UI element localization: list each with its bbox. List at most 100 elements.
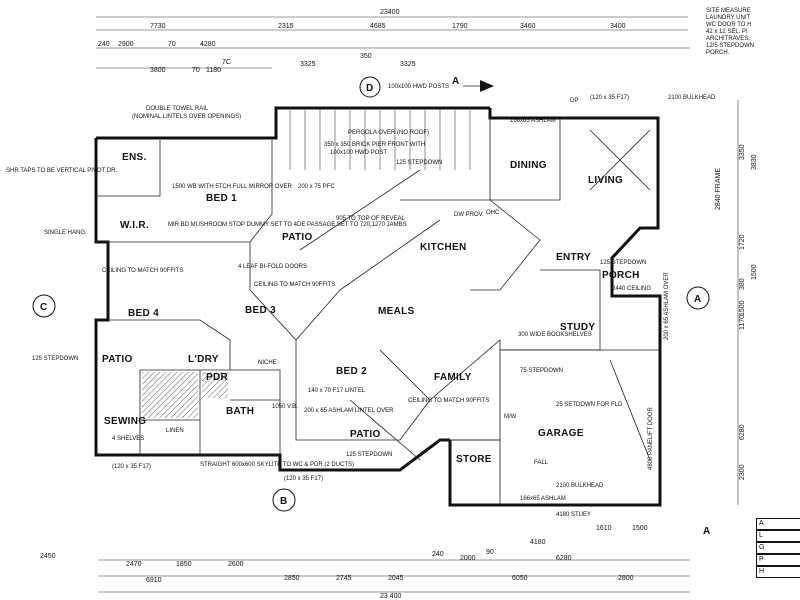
section-a-top-arrow: [480, 80, 494, 92]
hwd-posts-note: 100x100 HWD POSTS: [388, 84, 449, 90]
room-ens: ENS.: [122, 152, 147, 163]
note-lintels: (NOMINAL LINTELS OVER OPENINGS): [132, 114, 241, 120]
side-note-1: SITE MEASURE: [706, 8, 751, 14]
diagonal-beam-3: [349, 399, 421, 461]
top-dim3-4: 7C: [222, 59, 231, 66]
right-dim-6: 1500: [751, 264, 758, 280]
wall-kitchen: [400, 199, 541, 291]
legend-item-4: P: [756, 554, 800, 566]
legend-box: A L G P H: [756, 518, 800, 578]
note-panelift: 4800 PANELIFT DOOR: [648, 407, 654, 470]
note-bulkhead-top: 2100 BULKHEAD: [668, 95, 716, 101]
legend-item-2: L: [756, 530, 800, 542]
exterior-wall-north-west: [96, 106, 490, 140]
note-vb: 1050 V.B.: [272, 404, 298, 410]
room-garage: GARAGE: [538, 428, 584, 439]
room-kitchen: KITCHEN: [420, 242, 467, 253]
note-hwd-post: 100x100 HWD POST: [330, 150, 387, 156]
room-linen: LINEN: [166, 428, 184, 434]
wall-dining-living: [489, 118, 561, 201]
wall-store: [450, 439, 501, 505]
side-note-5: ARCHITRAVES.: [706, 36, 750, 42]
side-note-7: PORCH.: [706, 50, 730, 56]
note-ceiling-family: CEILING TO MATCH 90FFITS: [408, 398, 489, 404]
room-wir: W.I.R.: [120, 220, 149, 231]
note-f17-bottom: (120 x 35 F17): [284, 476, 323, 482]
note-brick-pier: 350 x 350 BRICK PIER FRONT WITH: [324, 142, 425, 148]
bottom-dim2-5: 6280: [556, 555, 572, 562]
section-marker-b: [272, 488, 296, 512]
legend-item-3: G: [756, 542, 800, 554]
note-f17-left: (120 x 35 F17): [112, 464, 151, 470]
room-ldry: L'DRY: [188, 354, 219, 365]
note-stepdown-family: 75 STEPDOWN: [520, 368, 563, 374]
left-note-single-hang: SINGLE HANG.: [44, 230, 87, 236]
room-family: FAMILY: [434, 372, 472, 383]
top-dim2-2: 2900: [118, 41, 134, 48]
pdr-hatch: [202, 372, 228, 398]
top-dim3-3: 1180: [206, 67, 221, 74]
note-mw: M/W: [504, 414, 517, 420]
note-f17-top: (120 x 35 F17): [590, 95, 629, 101]
bottom-overall-dim: 23 400: [380, 593, 402, 600]
right-dim-7: 1170: [739, 315, 746, 330]
diagonal-beam-2: [339, 219, 441, 291]
room-entry: ENTRY: [556, 252, 591, 263]
bottom-dim-3: 1850: [176, 561, 192, 568]
note-mirror: 1500 WB WITH 5TCH FULL MIRROR OVER: [172, 184, 292, 190]
note-ashlam-bottom: 166x65 ASHLAM: [520, 496, 566, 502]
note-stepdown-patio: 125 STEPDOWN: [346, 452, 392, 458]
note-top-reveal: 905 TO TOP OF REVEAL: [336, 216, 405, 222]
bottom-dim-4: 2600: [228, 561, 244, 568]
left-note-shr: SHR TAPS TO BE VERTICAL PIVOT DR.: [6, 168, 117, 174]
note-stuey: 4180 STUEY: [556, 512, 591, 518]
note-lintel-bed2: 140 x 70 F17 LINTEL: [308, 388, 366, 394]
bottom-dim2-4: 90: [486, 549, 494, 556]
room-bed4: BED 4: [128, 308, 159, 319]
garage-diag: [609, 359, 651, 461]
note-ceiling-bed4: CEILING TO MATCH 90FFITS: [102, 268, 183, 274]
side-note-4: 42 x 12 SEL. PI: [706, 29, 748, 35]
note-ashlam-porch: 200 x 65 ASHLAM OVER: [664, 272, 670, 340]
note-niche: NICHE: [258, 360, 277, 366]
note-fall: FALL: [534, 460, 549, 466]
bottom-dim-6: 2745: [336, 575, 352, 582]
note-stepdown-porch: 125 STEPDOWN: [600, 260, 646, 266]
right-dim-5: 380: [739, 278, 746, 290]
room-pdr: PDR: [206, 372, 228, 383]
note-ceiling-bed3: CEILING TO MATCH 90FFITS: [254, 282, 335, 288]
note-bookshelves: 300 WIDE BOOKSHELVES: [518, 332, 592, 338]
section-marker-a: [686, 286, 710, 310]
section-marker-c: [32, 294, 56, 318]
room-living: LIVING: [588, 175, 623, 186]
wall-bed2: [295, 340, 431, 441]
note-skylite: STRAIGHT 600x600 SKYLITE TO WC & PDR (2 …: [200, 462, 354, 468]
top-dim2-6: 350: [360, 53, 372, 60]
bottom-dim2-6: 4180: [530, 539, 546, 546]
top-dim2-5: 3325: [300, 61, 316, 68]
note-dw: DW PROV.: [454, 212, 484, 218]
room-bath: BATH: [226, 406, 254, 417]
note-towel: DOUBLE TOWEL RAIL: [146, 106, 209, 112]
laundry-hatch: [142, 372, 198, 418]
top-dim2-1: 240: [98, 41, 110, 48]
note-dp: DP: [570, 98, 578, 104]
bottom-dim2-3: 2000: [460, 555, 476, 562]
note-bulkhead-bottom: 2100 BULKHEAD: [556, 483, 604, 489]
wall-study: [500, 269, 601, 351]
section-marker-d: [359, 76, 381, 98]
top-dim2-3: 70: [168, 41, 176, 48]
legend-item-5: H: [756, 566, 800, 578]
right-dim-3: 3830: [751, 154, 758, 170]
bottom-dim-8: 6050: [512, 575, 528, 582]
note-ohc: OHC: [486, 210, 500, 216]
note-ashlam-top: 166x65 ASHLAM: [510, 118, 556, 124]
top-dim-6: 3400: [610, 23, 626, 30]
top-dim-2: 2315: [278, 23, 294, 30]
top-dim-3: 4685: [370, 23, 386, 30]
section-a-top-label: A: [452, 76, 460, 87]
note-shelves: 4 SHELVES: [112, 436, 144, 442]
note-fourleaf: 4 LEAF BI-FOLD DOORS: [238, 264, 307, 270]
bottom-dim2-2: 240: [432, 551, 444, 558]
top-dim2-7: 3325: [400, 61, 416, 68]
